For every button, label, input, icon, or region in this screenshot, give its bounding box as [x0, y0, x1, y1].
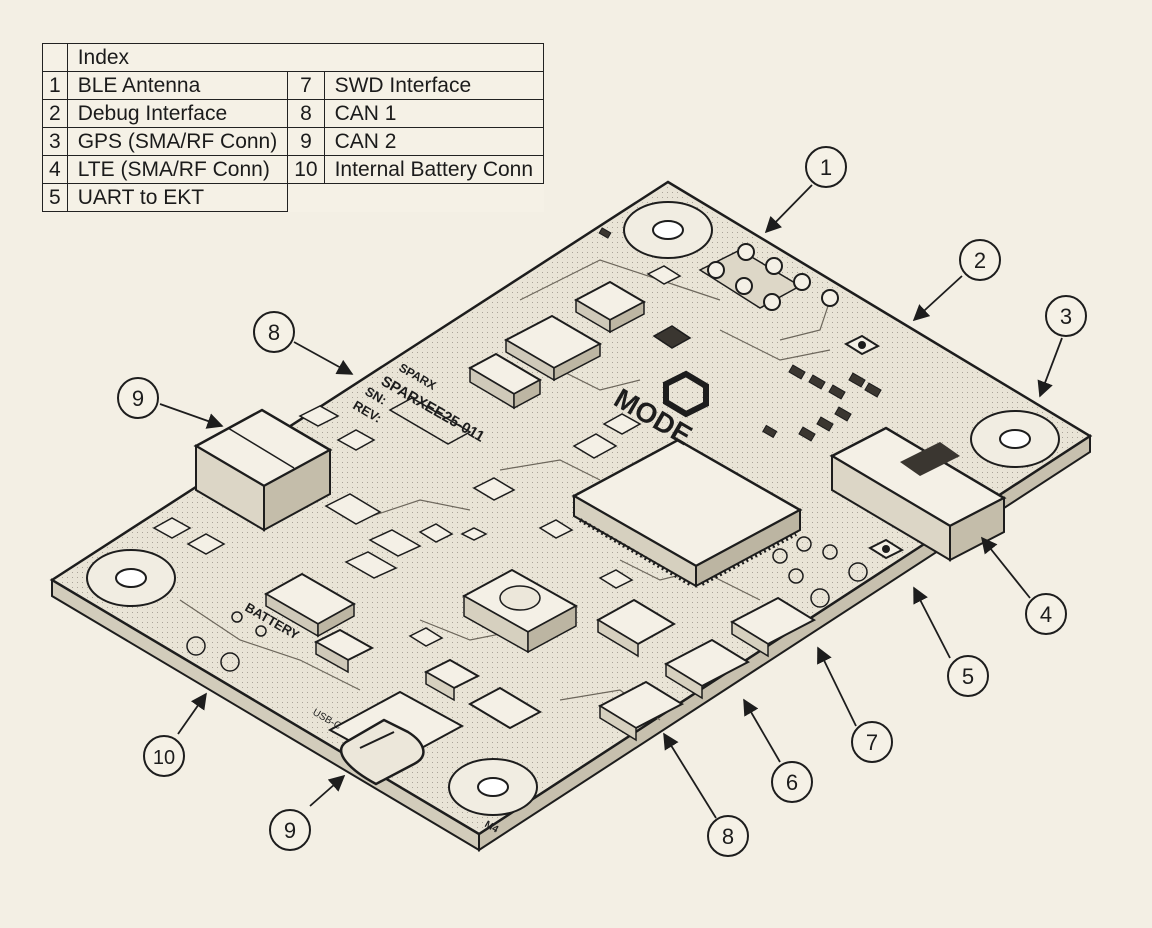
callout-10: 10 — [143, 735, 185, 777]
callout-number: 6 — [786, 770, 798, 795]
index-table: Index 1 BLE Antenna 7 SWD Interface 2 De… — [42, 43, 545, 212]
index-label: BLE Antenna — [66, 71, 289, 100]
regulator-chip — [573, 280, 647, 334]
index-header: Index — [66, 43, 545, 72]
callout-7: 7 — [851, 721, 893, 763]
callout-number: 2 — [974, 248, 986, 273]
index-number: 3 — [42, 127, 68, 156]
ic-chip — [467, 352, 543, 410]
callout-9: 9 — [117, 377, 159, 419]
callout-number: 10 — [153, 747, 175, 769]
index-empty-cell — [287, 183, 544, 212]
ic-chip — [596, 598, 676, 658]
main-mcu — [571, 438, 803, 588]
lte-rf-connector — [867, 538, 905, 560]
callout-number: 3 — [1060, 304, 1072, 329]
ic-chip — [423, 658, 481, 702]
index-label: UART to EKT — [66, 183, 289, 212]
callout-8: 8 — [707, 815, 749, 857]
smd-connector — [729, 596, 817, 658]
passive-components — [152, 405, 642, 647]
callout-3: 3 — [1045, 295, 1087, 337]
test-points — [772, 536, 868, 608]
mounting-hole — [623, 201, 713, 259]
index-header-blank — [42, 43, 68, 72]
callout-9: 9 — [269, 809, 311, 851]
callout-number: 9 — [132, 386, 144, 411]
index-number: 7 — [287, 71, 325, 100]
callout-number: 1 — [820, 155, 832, 180]
callout-4: 4 — [1025, 593, 1067, 635]
qfn-chip — [467, 686, 543, 730]
usb-a-connector — [829, 426, 1007, 562]
board-texture — [56, 186, 1086, 830]
callout-number: 5 — [962, 664, 974, 689]
callout-number: 9 — [284, 818, 296, 843]
callout-8: 8 — [253, 311, 295, 353]
mounting-hole — [86, 549, 176, 607]
table-row: 2 Debug Interface 8 CAN 1 — [42, 99, 545, 128]
can-connector — [193, 408, 333, 532]
smd-connector — [663, 638, 751, 700]
ble-antenna-chip — [646, 265, 692, 349]
ic-chip — [503, 314, 603, 382]
table-row: 3 GPS (SMA/RF Conn) 9 CAN 2 — [42, 127, 545, 156]
mounting-hole — [448, 758, 538, 816]
callout-2: 2 — [959, 239, 1001, 281]
callout-leaders — [159, 184, 1063, 819]
passive-components — [598, 227, 882, 442]
callout-6: 6 — [771, 761, 813, 803]
index-number: 8 — [287, 99, 325, 128]
table-row: 5 UART to EKT — [42, 183, 544, 212]
callout-number: 8 — [268, 320, 280, 345]
index-label: Debug Interface — [66, 99, 289, 128]
index-number: 9 — [287, 127, 325, 156]
index-header-row: Index — [42, 43, 545, 72]
debug-header — [698, 243, 839, 311]
callout-number: 4 — [1040, 602, 1052, 627]
index-label: CAN 1 — [323, 99, 545, 128]
table-row: 1 BLE Antenna 7 SWD Interface — [42, 71, 545, 100]
callout-number: 7 — [866, 730, 878, 755]
crystal-component — [461, 568, 579, 654]
index-label: GPS (SMA/RF Conn) — [66, 127, 289, 156]
mounting-hole — [970, 410, 1060, 468]
index-number: 2 — [42, 99, 68, 128]
gps-rf-connector — [843, 334, 881, 356]
smd-connector — [597, 680, 685, 742]
callout-5: 5 — [947, 655, 989, 697]
callout-1: 1 — [805, 146, 847, 188]
callout-number: 8 — [722, 824, 734, 849]
